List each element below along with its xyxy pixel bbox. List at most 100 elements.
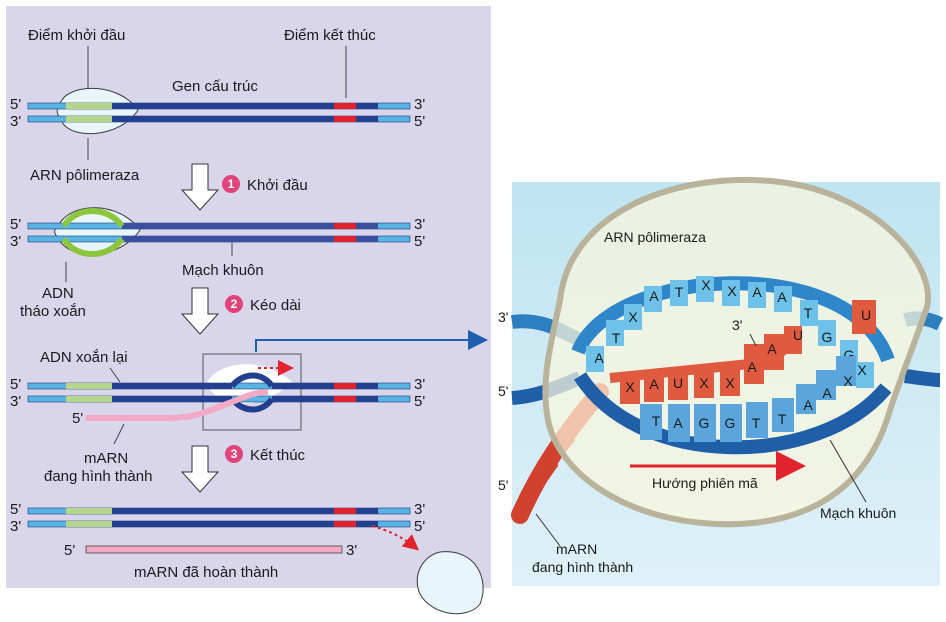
- base-label: G: [822, 329, 833, 345]
- base-label: A: [673, 415, 683, 431]
- step-arrow-icon: [180, 287, 220, 335]
- end-label: 5': [10, 501, 21, 518]
- dna-stage-elongation: 5' 3' 3' 5' 5': [10, 353, 425, 431]
- label-unwind: tháo xoắn: [20, 303, 86, 320]
- base-label: A: [747, 359, 757, 375]
- dna-stage-termination: 5' 3' 3' 5' 5' 3': [10, 501, 425, 559]
- end-label: 3': [346, 542, 357, 559]
- mrna-forming-strand: [86, 389, 269, 421]
- base-label: T: [804, 305, 813, 321]
- template-bases: T A G G T T A A X: [640, 356, 856, 442]
- label-rp-mrna: mARN: [556, 541, 597, 557]
- step-number: 3: [231, 447, 238, 461]
- zoom-connector-arrow: [255, 330, 488, 352]
- pointer-mrna: [113, 423, 125, 445]
- base-label: U: [793, 327, 803, 343]
- base-label: X: [725, 375, 735, 391]
- release-arrow: [371, 525, 420, 551]
- end-label: 5': [64, 542, 75, 559]
- end-label: 3': [10, 518, 21, 535]
- unwound-strand-top: [61, 208, 125, 228]
- label-start-point: Điểm khởi đầu: [28, 27, 125, 44]
- end-label: 3': [10, 393, 21, 410]
- step-number: 2: [231, 297, 238, 311]
- label-rp-polymerase: ARN pôlimeraza: [604, 229, 706, 245]
- base-label: T: [612, 330, 621, 346]
- step-number-badge: [225, 445, 243, 463]
- zoom-box: [202, 353, 302, 431]
- polymerase-blob: [56, 88, 139, 135]
- base-label: X: [843, 373, 853, 389]
- base-label: X: [625, 379, 635, 395]
- dna-stage-initial: 5' 3' 3' 5': [10, 88, 425, 135]
- step-number: 1: [228, 177, 235, 191]
- end-label: 5': [414, 113, 425, 130]
- free-nucleotide: [852, 300, 876, 334]
- base-label: A: [803, 397, 813, 413]
- base-label: A: [822, 385, 832, 401]
- base-label: T: [752, 415, 761, 431]
- base-label: T: [778, 411, 787, 427]
- label-mrna: mARN: [84, 450, 128, 467]
- base-label: G: [725, 415, 736, 431]
- step-label-termination: Kết thúc: [250, 447, 306, 464]
- end-label: 3': [10, 233, 21, 250]
- step-number-badge: [225, 295, 243, 313]
- label-rp-mrna-forming: đang hình thành: [532, 559, 633, 575]
- base-label: A: [649, 376, 659, 392]
- base-label: X: [727, 283, 737, 299]
- base-label: A: [777, 289, 787, 305]
- end-label: 3': [414, 376, 425, 393]
- end-label: 3': [414, 216, 425, 233]
- mrna-completed: [85, 545, 343, 554]
- end-label: 5': [414, 393, 425, 410]
- pointer-template-rp: [829, 439, 867, 503]
- end-label: 5': [414, 518, 425, 535]
- base-label: T: [652, 413, 661, 429]
- label-rp-template: Mạch khuôn: [820, 505, 896, 521]
- rna-bases: X A U X X A A U: [620, 326, 803, 404]
- base-label: A: [767, 341, 777, 357]
- promoter-region: [66, 103, 112, 109]
- label-rp-3-top: 3': [498, 309, 508, 325]
- base-label: U: [673, 375, 683, 391]
- released-polymerase: [416, 551, 484, 615]
- step-arrow-icon: [180, 445, 220, 493]
- end-label: 5': [10, 216, 21, 233]
- pointer-rewind: [109, 367, 121, 383]
- end-label: 5': [10, 376, 21, 393]
- dna-stage-initiation: 5' 3' 3' 5': [10, 207, 425, 257]
- label-direction: Hướng phiên mã: [652, 475, 758, 491]
- base-label: A: [649, 288, 659, 304]
- step-number-badge: [222, 175, 240, 193]
- label-template-strand: Mạch khuôn: [182, 262, 264, 279]
- pointer-rna-3-end: [749, 333, 757, 347]
- template-strand: [574, 372, 892, 455]
- coding-strand-bases: A T X A T X X A A T G G X: [586, 276, 874, 388]
- label-mrna-done: mARN đã hoàn thành: [134, 564, 278, 581]
- end-label: 5': [10, 96, 21, 113]
- label-gene: Gen cấu trúc: [172, 78, 258, 95]
- end-label: 5': [72, 410, 83, 427]
- step-label-initiation: Khởi đầu: [247, 177, 308, 194]
- base-label: G: [699, 415, 710, 431]
- base-label: U: [861, 307, 871, 323]
- unwound-strand-bottom: [61, 237, 125, 257]
- step-label-elongation: Kéo dài: [250, 297, 301, 314]
- label-polymerase: ARN pôlimeraza: [30, 167, 140, 184]
- base-label: G: [844, 347, 855, 363]
- end-label: 3': [414, 501, 425, 518]
- base-label: A: [752, 284, 762, 300]
- terminator-region: [334, 103, 356, 109]
- pointer-mrna-rp: [535, 513, 561, 547]
- label-mrna-forming: đang hình thành: [44, 468, 152, 485]
- end-label: 3': [10, 113, 21, 130]
- base-label: T: [675, 284, 684, 300]
- label-rp-5-bottom: 5': [498, 477, 508, 493]
- label-adn-rewind: ADN xoắn lại: [40, 349, 128, 366]
- label-end-point: Điểm kết thúc: [284, 27, 376, 44]
- base-label: A: [594, 350, 604, 366]
- label-rp-5-mid: 5': [498, 383, 508, 399]
- base-label: X: [699, 375, 709, 391]
